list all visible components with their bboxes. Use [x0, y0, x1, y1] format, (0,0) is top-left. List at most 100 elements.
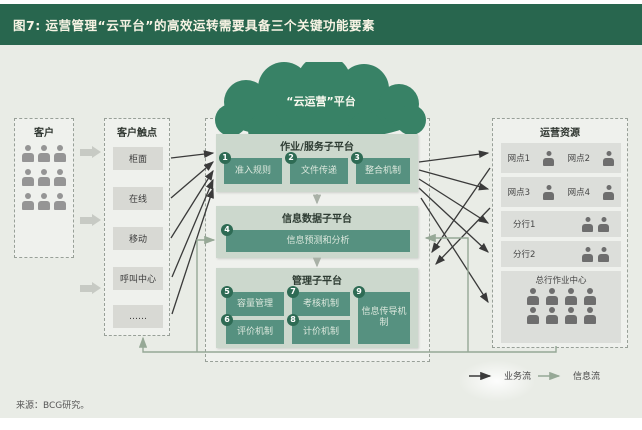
person-icon [582, 247, 593, 262]
management-platform-panel: 管理子平台 5 容量管理 6 评价机制 7 考核机制 8 计价机制 9 信息传导… [216, 268, 418, 348]
crowd-row [526, 288, 596, 305]
number-badge: 3 [351, 152, 363, 164]
mechanism-info-analysis: 4 信息预测和分析 [221, 224, 410, 252]
resources-box: 运营资源 网点1 网点2 网点3 网点4 分行1 分行2 总行作业中心 [492, 118, 628, 348]
resource-label: 网点2 [567, 154, 591, 164]
crowd-row [526, 307, 596, 324]
number-badge: 5 [221, 286, 233, 298]
touchpoint-mobile: 移动 [113, 227, 163, 250]
person-icon [543, 185, 555, 200]
service-platform-title: 作业/服务子平台 [280, 142, 354, 153]
number-badge: 7 [287, 286, 299, 298]
resource-label: 网点1 [507, 154, 531, 164]
block-arrow-icon [80, 282, 101, 295]
touchpoint-more: …… [113, 305, 163, 328]
mechanism-evaluation: 6 评价机制 [221, 314, 284, 344]
person-icon [564, 307, 577, 324]
person-icon [582, 217, 593, 232]
resource-row-branch-2: 分行2 [501, 241, 621, 267]
resource-row-outlets-1-2: 网点1 网点2 [501, 143, 621, 173]
person-icon [22, 193, 34, 210]
mechanism-label: 计价机制 [302, 326, 339, 337]
mechanism-label: 评价机制 [236, 326, 273, 337]
mechanism-assessment: 7 考核机制 [287, 286, 350, 316]
mechanism-label: 整合机制 [364, 165, 401, 176]
person-icon [38, 145, 50, 162]
block-arrow-icon [80, 146, 101, 159]
crowd-row [22, 193, 66, 210]
service-platform-panel: 作业/服务子平台 1 准入规则 2 文件传递 3 整合机制 [216, 134, 418, 192]
resources-title: 运营资源 [540, 128, 580, 139]
resource-label: 分行1 [513, 220, 536, 230]
resource-label: 网点3 [507, 188, 531, 198]
mechanism-integration: 3 整合机制 [351, 152, 410, 184]
touchpoints-box: 客户触点 柜面 在线 移动 呼叫中心 …… [104, 118, 170, 336]
person-icon [38, 169, 50, 186]
cloud-label: “云运营”平台 [286, 95, 356, 108]
mechanism-pricing: 8 计价机制 [287, 314, 350, 344]
resource-row-hq-center: 总行作业中心 [501, 271, 621, 343]
number-badge: 6 [221, 314, 233, 326]
touchpoint-counter: 柜面 [113, 147, 163, 170]
figure-title: 图7: 运营管理“云平台”的高效运转需要具备三个关键功能要素 [13, 18, 375, 33]
number-badge: 8 [287, 314, 299, 326]
resource-label: 总行作业中心 [535, 276, 587, 286]
watermark [458, 360, 536, 402]
person-icon [54, 169, 66, 186]
resource-row-outlets-3-4: 网点3 网点4 [501, 177, 621, 207]
person-icon [22, 169, 34, 186]
mechanism-info-transmission: 9 信息传导机制 [353, 286, 410, 344]
person-icon [603, 151, 615, 166]
person-icon [583, 307, 596, 324]
legend-information-label: 信息流 [573, 372, 601, 382]
mechanism-access-rules: 1 准入规则 [219, 152, 282, 184]
block-arrow-icon [80, 214, 101, 227]
person-icon [545, 288, 558, 305]
flow-legend: 业务流 信息流 [468, 369, 600, 382]
number-badge: 9 [353, 286, 365, 298]
person-icon [564, 288, 577, 305]
customers-crowd [15, 145, 73, 210]
person-icon [545, 307, 558, 324]
business-flow-arrow-icon [469, 371, 492, 380]
resource-label: 分行2 [513, 250, 536, 260]
touchpoint-online: 在线 [113, 187, 163, 210]
mechanism-document-transfer: 2 文件传递 [285, 152, 348, 184]
person-icon [526, 307, 539, 324]
person-icon [54, 193, 66, 210]
customers-box: 客户 [14, 118, 74, 258]
person-icon [38, 193, 50, 210]
number-badge: 4 [221, 224, 233, 236]
title-bar: 图7: 运营管理“云平台”的高效运转需要具备三个关键功能要素 [0, 4, 642, 45]
person-icon [22, 145, 34, 162]
mechanism-label: 文件传递 [300, 165, 337, 176]
legend-business-label: 业务流 [504, 372, 532, 382]
mechanism-label: 信息传导机制 [361, 307, 407, 328]
person-icon [54, 145, 66, 162]
resource-row-branch-1: 分行1 [501, 211, 621, 237]
number-badge: 1 [219, 152, 231, 164]
mechanism-label: 容量管理 [236, 298, 273, 309]
source-note: 来源：BCG研究。 [16, 401, 90, 411]
person-icon [598, 247, 609, 262]
crowd-row [22, 169, 66, 186]
hq-crowd [526, 288, 596, 324]
person-icon [598, 217, 609, 232]
management-platform-title: 管理子平台 [292, 276, 342, 287]
mechanism-capacity: 5 容量管理 [221, 286, 284, 316]
information-flow-arrow-icon [538, 371, 561, 380]
number-badge: 2 [285, 152, 297, 164]
person-icon [603, 185, 615, 200]
data-platform-title: 信息数据子平台 [282, 214, 352, 225]
person-icon [526, 288, 539, 305]
crowd-row [22, 145, 66, 162]
customers-title: 客户 [34, 128, 54, 139]
mechanism-label: 信息预测和分析 [286, 235, 350, 246]
resource-label: 网点4 [567, 188, 591, 198]
mechanism-label: 准入规则 [234, 165, 271, 176]
touchpoint-callcenter: 呼叫中心 [113, 267, 163, 290]
mechanism-label: 考核机制 [302, 298, 339, 309]
touchpoints-title: 客户触点 [117, 128, 157, 139]
person-icon [583, 288, 596, 305]
